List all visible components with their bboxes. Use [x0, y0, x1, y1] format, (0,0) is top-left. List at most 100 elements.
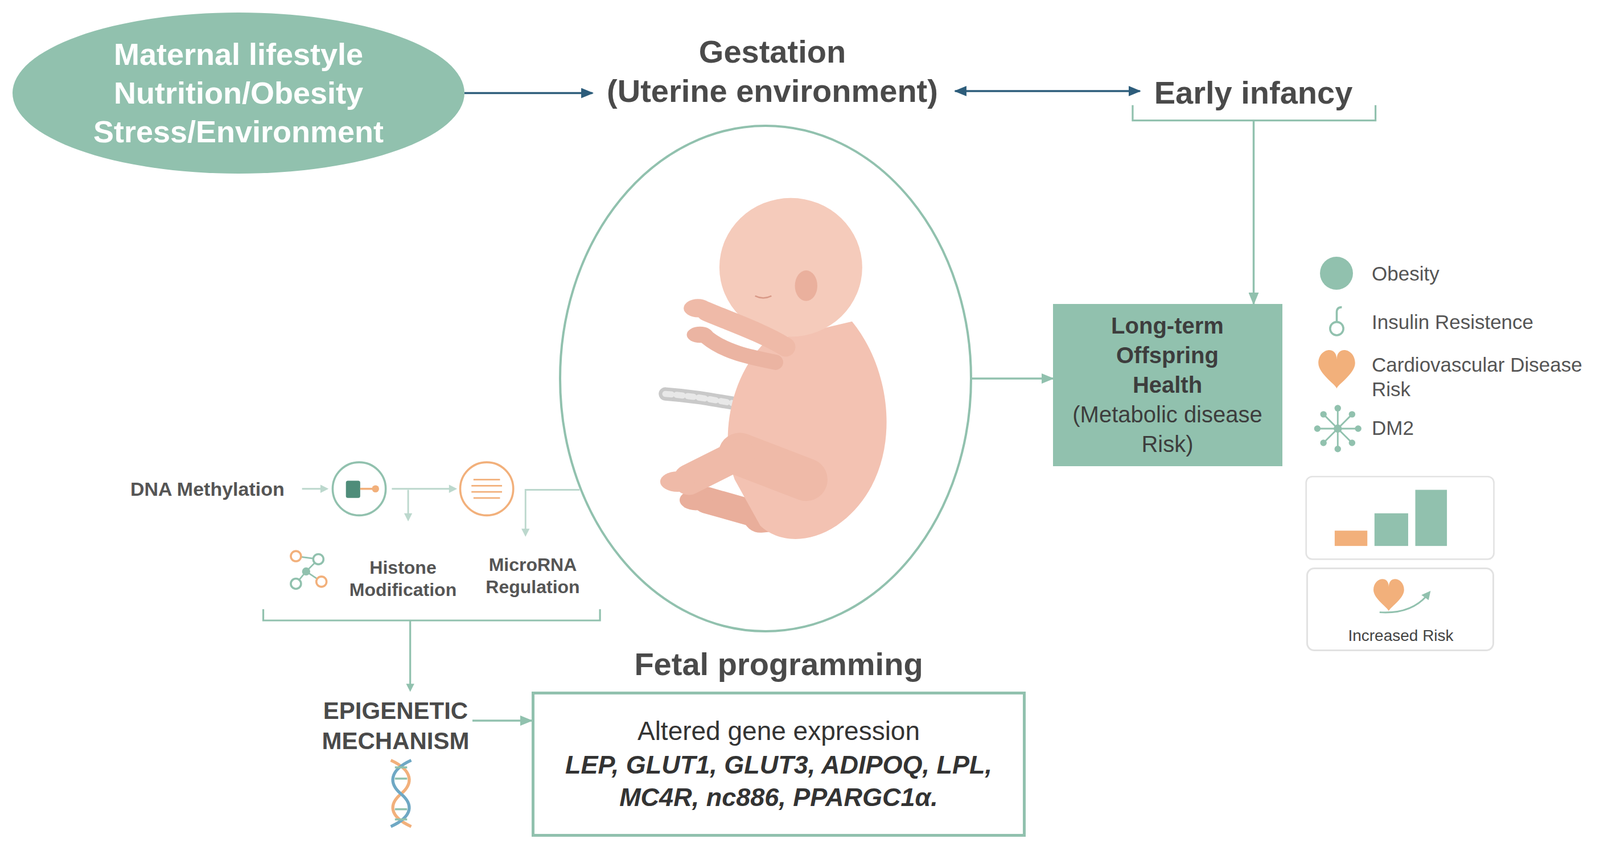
fetus-illustration: [727, 321, 887, 540]
node-text: EPIGENETIC MECHANISM: [318, 695, 473, 756]
epigenetic-flow: [391, 760, 412, 828]
gestation-ellipse: Gestation(Uterine environment): [558, 124, 973, 633]
epigenetic-flow: [395, 808, 408, 811]
annotation-label: DNA Methylation: [130, 477, 285, 501]
risk-icon: [1379, 595, 1427, 613]
fetus-illustration: [719, 198, 863, 337]
fetus-illustration: [706, 311, 787, 348]
connector-arrow: [1252, 120, 1256, 304]
epigenetic-flow: [295, 556, 319, 559]
ellipse-shape: [560, 125, 972, 632]
legend-icons: [1314, 404, 1362, 452]
epigenetic-flow: [521, 528, 530, 537]
risk-icon: [1373, 578, 1405, 612]
connector-arrow: [972, 377, 1054, 380]
fetus-illustration: [660, 198, 887, 540]
node-text: Altered gene expression: [637, 714, 920, 748]
risk-card: Increased Risk: [1306, 567, 1495, 652]
legend-icons: [1323, 428, 1338, 443]
fetus-illustration: [665, 393, 751, 407]
epigenetic-flow: [460, 462, 514, 516]
annotation-label: Histone Modification: [337, 556, 469, 602]
node-text: Long-term Offspring Health: [1087, 310, 1248, 400]
fetus-illustration: [739, 454, 807, 480]
fetus-illustration: [660, 471, 695, 492]
epigenetic-flow: [302, 567, 311, 576]
legend-text: Cardiovascular Disease Risk: [1371, 352, 1600, 402]
legend-icons: [1314, 307, 1362, 453]
legend-icons: [1337, 428, 1359, 430]
risk-icon: [1373, 578, 1405, 612]
bar-chart-card: [1374, 513, 1409, 546]
legend-icons: [1334, 445, 1342, 452]
legend-icons: [1336, 307, 1342, 322]
bar-chart-card: [1415, 490, 1448, 547]
legend-icons: [1318, 350, 1356, 389]
fetus-illustration: [683, 298, 713, 318]
epigenetic-flow: [360, 487, 373, 491]
legend-icons: [1337, 414, 1352, 429]
bar-chart-card: [1334, 530, 1368, 546]
epigenetic-flow: [371, 484, 380, 493]
epigenetic-flow: [404, 513, 413, 522]
source-ellipse: Maternal lifestyle Nutrition/Obesity Str…: [12, 12, 465, 174]
epigenetic-flow: [346, 480, 361, 498]
infancy-bracket: [1132, 105, 1376, 121]
risk-icon: [1421, 590, 1431, 600]
epigenetic-flow: [316, 576, 327, 587]
stage-heading: Early infancy: [1129, 62, 1378, 121]
legend-icons: [1319, 439, 1327, 446]
legend-icons: [1348, 439, 1356, 446]
legend-icons: [1337, 408, 1339, 429]
epigenetic-flow: [290, 550, 302, 562]
annotation-label: MicroRNA Regulation: [467, 553, 599, 599]
ellipse-shape: [12, 12, 465, 174]
fetus-illustration: [706, 336, 776, 363]
fetus-illustration: [706, 499, 761, 516]
epigenetic-flow: [471, 491, 503, 493]
legend-icons: [1330, 322, 1344, 336]
node-text: Increased Risk: [1347, 625, 1454, 647]
epigenetic-flow: [302, 487, 323, 490]
epigenetic-flow: [263, 462, 601, 827]
bar-chart-card: [1306, 476, 1495, 559]
ellipse-outline: [558, 124, 973, 633]
epigenetic-flow: [306, 558, 319, 572]
epigenetic-flow: [263, 609, 601, 621]
fetus-illustration: [688, 454, 740, 480]
epigenetic-flow: [395, 818, 408, 821]
epigenetic-flow: [290, 578, 302, 589]
legend-icons: [1317, 408, 1359, 450]
epigenetic-flow: [320, 484, 329, 493]
legend-icons: [1318, 350, 1356, 389]
connector-arrow: [472, 719, 532, 722]
node-text: (Metabolic disease Risk): [1064, 399, 1270, 459]
programming-box: Fetal programmingAltered gene expression…: [531, 691, 1026, 837]
epigenetic-flow: [473, 496, 501, 499]
fetus-illustration: [679, 490, 713, 511]
legend-icons: [1354, 425, 1361, 432]
legend-icons: [1323, 414, 1338, 429]
node-text: Fetal programming: [634, 644, 923, 684]
epigenetic-flow: [525, 490, 580, 532]
epigenetic-flow: [406, 683, 415, 692]
legend-text: Insulin Resistence: [1371, 309, 1534, 335]
node-text: Maternal lifestyle Nutrition/Obesity Str…: [79, 34, 398, 151]
node-text: (Uterine environment): [606, 71, 939, 111]
fetus-illustration: [755, 295, 772, 299]
risk-icon: [1373, 578, 1431, 613]
epigenetic-flow: [409, 620, 411, 686]
epigenetic-flow: [313, 553, 324, 565]
connector-arrow: [464, 92, 593, 95]
legend-text: Obesity: [1371, 261, 1440, 286]
legend-icons: [1337, 428, 1352, 443]
outcome-box: Long-term Offspring Health(Metabolic dis…: [1053, 303, 1283, 467]
bar-chart-card: [1306, 476, 1495, 559]
epigenetic-flow: [306, 571, 322, 582]
epigenetic-flow: [471, 484, 503, 487]
connector-arrow: [955, 89, 1141, 93]
fetus-illustration: [760, 509, 817, 516]
legend-icons: [1317, 428, 1338, 430]
legend-icons: [1333, 424, 1342, 433]
